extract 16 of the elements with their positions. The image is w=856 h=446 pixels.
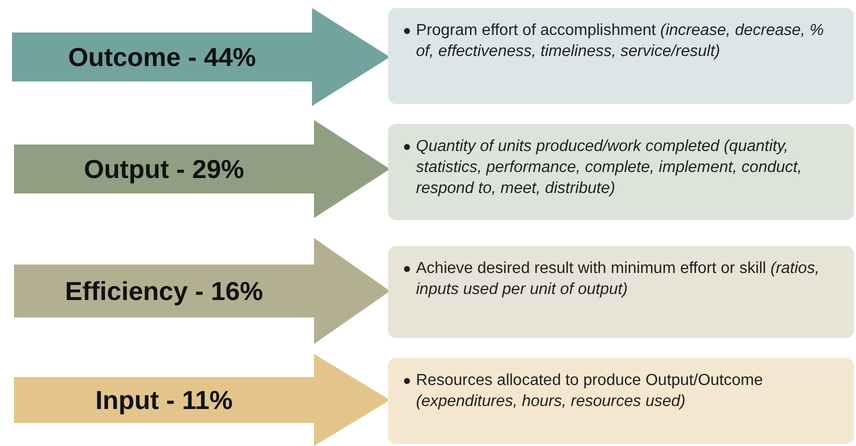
arrow-shape	[14, 354, 390, 446]
bullet-text: Achieve desired result with minimum effort or skill (ratios, inputs used per unit of output)	[416, 259, 820, 300]
arrow-shape	[14, 238, 390, 344]
arrow-shape	[12, 8, 390, 106]
arrow-shape	[14, 120, 390, 218]
description-panel	[388, 8, 854, 104]
arrow-label: Outcome - 44%	[67, 40, 257, 74]
description-panel	[388, 358, 854, 444]
description-panel	[388, 246, 854, 338]
description-panel	[388, 124, 854, 220]
arrow-label: Output - 29%	[82, 152, 246, 186]
bullet-text: Program effort of accomplishment (increase, decrease, % of, effectiveness, timeliness, service/result)	[416, 21, 825, 62]
bullet-text: Quantity of units produced/work completed (quantity, statistics, performance, complete, implement, conduct, respond to, meet, distribute)	[416, 137, 803, 199]
arrow-label: Efficiency - 16%	[64, 274, 264, 308]
bullet-text: Resources allocated to produce Output/Outcome (expenditures, hours, resources used)	[416, 371, 764, 412]
arrow-label: Input - 11%	[94, 384, 234, 416]
